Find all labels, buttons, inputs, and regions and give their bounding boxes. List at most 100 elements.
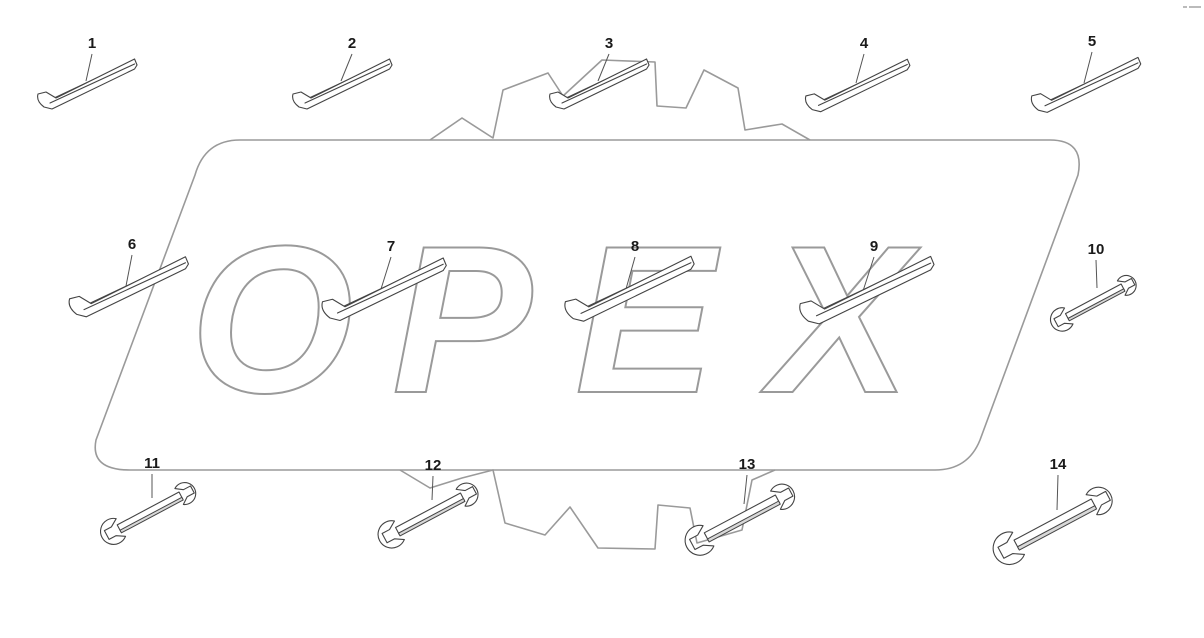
leader-line bbox=[1083, 51, 1093, 84]
hex-key-icon bbox=[292, 58, 393, 110]
wrench-shaft-shade bbox=[707, 500, 781, 543]
leader-line bbox=[625, 256, 636, 290]
part-callout-10[interactable]: 10 bbox=[1046, 241, 1140, 335]
wrench-head-small bbox=[1116, 274, 1137, 296]
part-number-label: 11 bbox=[144, 455, 160, 472]
hex-key-edge bbox=[304, 63, 391, 104]
hex-key-edge bbox=[580, 262, 692, 314]
logo-letter-e: E bbox=[575, 202, 721, 437]
hex-key-edge bbox=[1044, 62, 1139, 107]
wrench-head-large bbox=[1049, 307, 1074, 332]
hex-key-body bbox=[292, 58, 393, 110]
wrench-shaft-shade bbox=[398, 498, 466, 537]
part-number-label: 12 bbox=[425, 457, 442, 474]
leader-line bbox=[340, 53, 353, 82]
open-end-wrench-icon bbox=[684, 483, 796, 556]
hex-key-body bbox=[564, 255, 695, 322]
part-callout-4[interactable]: 4 bbox=[804, 35, 911, 113]
hex-key-edge bbox=[815, 262, 932, 317]
part-number-label: 7 bbox=[387, 238, 395, 255]
part-callout-9[interactable]: 9 bbox=[799, 238, 935, 325]
leader-line bbox=[380, 256, 392, 290]
part-callout-13[interactable]: 13 bbox=[680, 456, 800, 561]
gear-outline-bottom bbox=[399, 469, 776, 550]
hex-key-body bbox=[321, 257, 447, 322]
hex-key-icon bbox=[799, 255, 935, 325]
gear-outline-icon bbox=[429, 59, 811, 141]
wrench-shaft bbox=[1013, 498, 1097, 550]
open-end-wrench-icon bbox=[1049, 274, 1137, 332]
part-callout-1[interactable]: 1 bbox=[37, 35, 138, 110]
wrench-head-small bbox=[455, 482, 479, 507]
part-callout-14[interactable]: 14 bbox=[987, 456, 1118, 570]
part-number-label: 5 bbox=[1088, 33, 1096, 50]
hex-key-icon bbox=[68, 256, 189, 318]
wrench-head-large bbox=[992, 531, 1025, 566]
leader-line bbox=[862, 256, 875, 292]
part-number-label: 14 bbox=[1050, 456, 1067, 473]
open-end-wrench-icon bbox=[992, 486, 1113, 566]
leader-line bbox=[1095, 259, 1098, 289]
leader-line bbox=[855, 53, 865, 84]
leader-line bbox=[743, 474, 748, 505]
logo-letters: O P E X bbox=[189, 201, 922, 438]
hex-key-icon bbox=[564, 255, 695, 322]
hex-key-edge bbox=[83, 262, 187, 311]
part-callout-2[interactable]: 2 bbox=[292, 35, 393, 110]
part-number-label: 9 bbox=[870, 238, 878, 255]
part-number-label: 4 bbox=[860, 35, 869, 52]
wrench-head-small bbox=[174, 482, 197, 506]
opex-logo-watermark: O P E X bbox=[94, 59, 1080, 550]
wrench-shaft-shade bbox=[119, 496, 184, 534]
logo-letter-p: P bbox=[392, 202, 533, 437]
leader-line bbox=[597, 53, 610, 82]
hex-key-edge bbox=[49, 63, 136, 104]
wrench-head-small bbox=[770, 483, 796, 510]
part-callout-8[interactable]: 8 bbox=[564, 238, 695, 322]
part-callout-7[interactable]: 7 bbox=[321, 238, 447, 322]
logo-frame bbox=[94, 139, 1080, 471]
logo-letter-o: O bbox=[190, 202, 353, 437]
part-number-label: 3 bbox=[605, 35, 613, 52]
part-callout-6[interactable]: 6 bbox=[68, 236, 189, 318]
part-number-label: 6 bbox=[128, 236, 136, 253]
wrench-head-large bbox=[99, 517, 127, 545]
hex-key-icon bbox=[321, 257, 447, 322]
part-callout-3[interactable]: 3 bbox=[549, 35, 650, 110]
hex-key-edge bbox=[817, 63, 908, 106]
open-end-wrench-icon bbox=[99, 482, 197, 545]
wrench-head-small bbox=[1085, 486, 1113, 516]
hex-key-body bbox=[799, 255, 935, 325]
hex-key-icon bbox=[549, 58, 650, 110]
hex-key-edge bbox=[561, 63, 648, 104]
leader-line bbox=[431, 475, 434, 501]
logo-letter-x: X bbox=[760, 202, 921, 437]
leader-line bbox=[1056, 474, 1059, 511]
corner-mark-icon bbox=[1183, 6, 1201, 8]
leader-line bbox=[125, 254, 133, 287]
wrench-shaft-shade bbox=[1067, 288, 1126, 322]
hex-key-icon bbox=[37, 58, 138, 110]
leader-line bbox=[85, 53, 93, 82]
wrench-head-large bbox=[684, 524, 715, 556]
hex-key-body bbox=[1030, 56, 1142, 113]
open-end-wrench-icon bbox=[377, 482, 479, 549]
wrench-shaft-shade bbox=[1017, 505, 1098, 551]
hex-key-body bbox=[37, 58, 138, 110]
hex-key-icon bbox=[1030, 56, 1142, 113]
hex-key-body bbox=[549, 58, 650, 110]
part-number-label: 1 bbox=[88, 35, 96, 52]
hex-key-body bbox=[804, 58, 911, 113]
part-number-label: 10 bbox=[1088, 241, 1105, 258]
hex-key-edge bbox=[336, 263, 444, 314]
part-callout-12[interactable]: 12 bbox=[373, 457, 483, 553]
part-callout-11[interactable]: 11 bbox=[96, 455, 201, 549]
wrench-head-large bbox=[377, 520, 405, 549]
part-callout-5[interactable]: 5 bbox=[1030, 33, 1142, 113]
hex-key-body bbox=[68, 256, 189, 318]
part-number-label: 13 bbox=[739, 456, 756, 473]
hex-key-icon bbox=[804, 58, 911, 113]
part-number-label: 8 bbox=[631, 238, 639, 255]
